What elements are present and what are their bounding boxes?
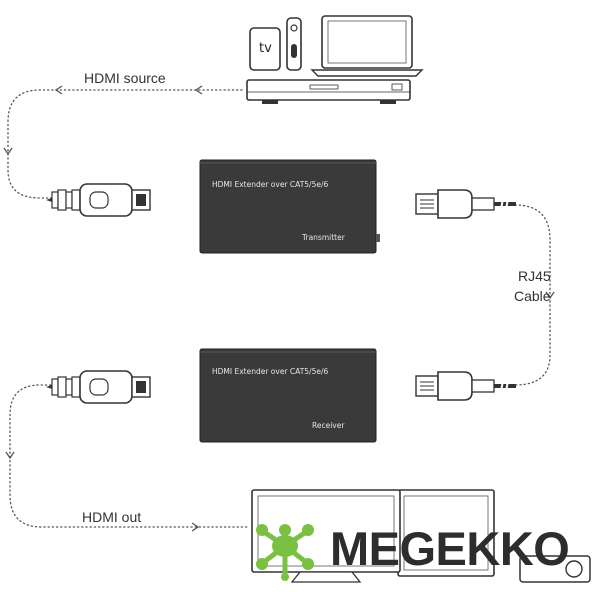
receiver-device xyxy=(199,348,377,443)
hdmi-source-label: HDMI source xyxy=(84,70,166,86)
source-devices xyxy=(246,15,424,104)
transmitter-device xyxy=(199,159,380,254)
transmitter-title: HDMI Extender over CAT5/5e/6 xyxy=(212,180,329,189)
transmitter-role: Transmitter xyxy=(302,233,345,242)
brand-name: MEGEKKO xyxy=(330,522,570,575)
hdmi-plug-transmitter-icon xyxy=(46,183,151,217)
signal-paths xyxy=(7,89,551,528)
rj45-label: RJ45 xyxy=(518,268,551,284)
receiver-role: Receiver xyxy=(312,421,345,430)
rj45-plug-transmitter-icon xyxy=(415,189,516,219)
hdmi-out-label: HDMI out xyxy=(82,509,142,525)
receiver-title: HDMI Extender over CAT5/5e/6 xyxy=(212,367,329,376)
hdmi-out-line xyxy=(9,384,249,528)
display-monitor-icon xyxy=(397,489,495,577)
projector-icon xyxy=(519,555,591,583)
cable-label: Cable xyxy=(514,288,551,304)
transmitter-port xyxy=(376,234,380,242)
flow-arrows xyxy=(3,85,555,532)
hdmi-plug-receiver-icon xyxy=(46,370,151,404)
laptop-icon xyxy=(310,15,424,77)
rj45-plug-receiver-icon xyxy=(415,371,516,401)
hdmi-source-line xyxy=(7,89,243,199)
megekko-logo-icon xyxy=(256,524,314,581)
display-tv-icon xyxy=(251,489,401,583)
tv-box-icon xyxy=(249,27,281,71)
media-player-icon xyxy=(246,79,411,104)
tv-box-text: tv xyxy=(259,41,272,56)
